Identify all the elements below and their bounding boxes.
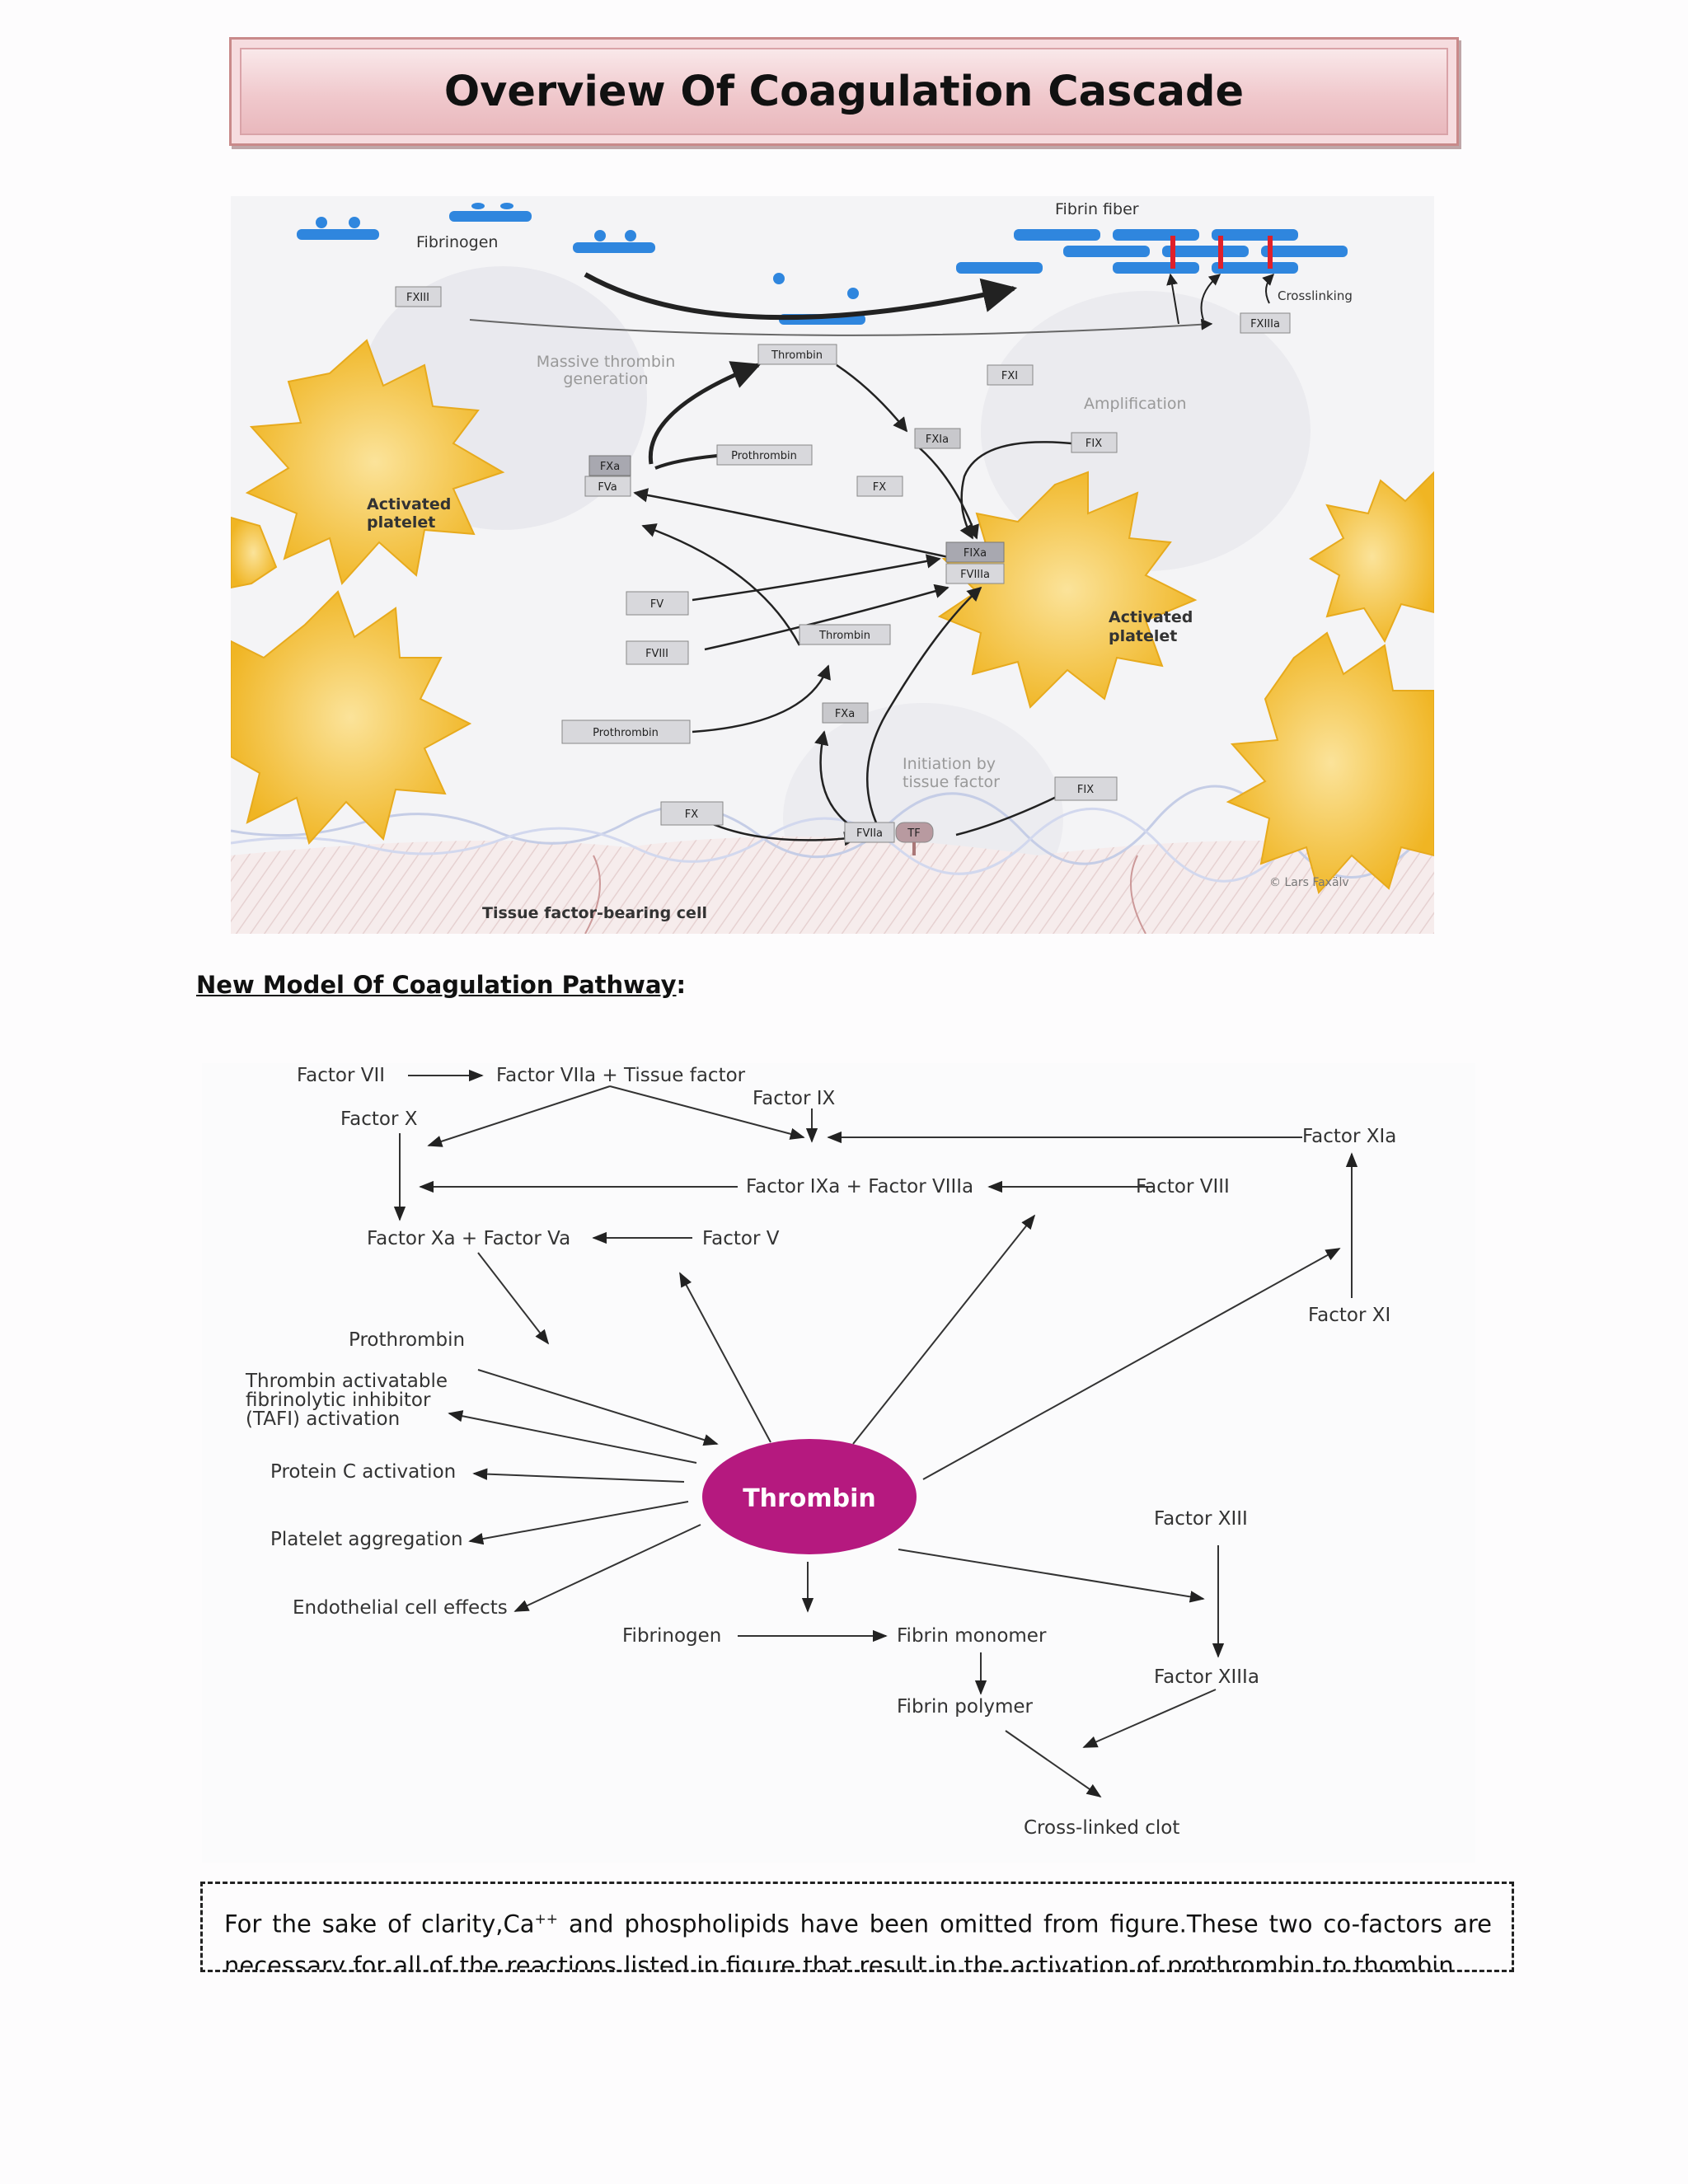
box-fxa-bottom: FXa [822, 702, 869, 724]
box-fx-bottom: FX [660, 801, 724, 826]
thrombin-node [702, 1439, 917, 1554]
node-fibrin-polymer: Fibrin polymer [897, 1696, 1034, 1718]
activated-platelet-left-edge [231, 516, 278, 589]
box-tf: TF [895, 822, 934, 843]
node-prothrombin: Prothrombin [349, 1329, 465, 1351]
label-crosslinking: Crosslinking [1278, 288, 1353, 303]
box-fv: FV [626, 591, 689, 616]
box-prothrombin-bottom: Prothrombin [561, 719, 691, 744]
node-endothelial: Endothelial cell effects [293, 1597, 508, 1619]
box-fviii: FVIII [626, 640, 689, 665]
label-fibrin-fiber: Fibrin fiber [1055, 200, 1139, 218]
label-tissue-cell: Tissue factor-bearing cell [482, 904, 707, 922]
note-line-1: For the sake of clarity,Ca++ and phospho… [224, 1910, 1492, 1938]
svg-text:FXa: FXa [600, 461, 620, 473]
box-prothrombin-top: Prothrombin [716, 444, 813, 466]
box-fva: FVa [584, 476, 631, 497]
coagulation-cascade-figure: FXIII FXIIIa Thrombin FXI FXIa FIX Proth… [231, 196, 1434, 934]
box-fix-bottom: FIX [1054, 776, 1118, 801]
label-initiation-2: tissue factor [903, 773, 1000, 791]
label-activated-platelet-right-1: Activated [1109, 608, 1193, 626]
node-factor-xi: Factor XI [1308, 1305, 1390, 1326]
node-factor-viia-tf: Factor VIIa + Tissue factor [496, 1065, 746, 1086]
box-fixa: FIXa [945, 541, 1005, 563]
svg-text:Thrombin: Thrombin [818, 630, 870, 642]
svg-text:FVIIa: FVIIa [856, 827, 883, 840]
svg-text:FXIIIa: FXIIIa [1250, 318, 1280, 330]
node-factor-xiiia: Factor XIIIa [1154, 1666, 1259, 1688]
box-fxa-top: FXa [588, 455, 631, 476]
activated-platelet-right-bottom [1226, 631, 1434, 895]
svg-text:Thrombin: Thrombin [771, 349, 823, 362]
label-activated-platelet-left-2: platelet [367, 513, 435, 532]
node-factor-vii: Factor VII [297, 1065, 385, 1086]
box-thrombin-top: Thrombin [757, 344, 837, 365]
svg-text:TF: TF [907, 827, 920, 840]
box-fxi: FXI [987, 364, 1034, 386]
svg-text:FV: FV [650, 598, 663, 611]
svg-text:FIX: FIX [1085, 438, 1102, 450]
svg-text:Prothrombin: Prothrombin [593, 727, 659, 739]
label-activated-platelet-right-2: platelet [1109, 627, 1177, 645]
new-model-pathway-figure: Thrombin Factor VII Factor VIIa + Tissue… [202, 1063, 1475, 1863]
node-tafi-2: fibrinolytic inhibitor [246, 1390, 431, 1411]
node-factor-xia: Factor XIa [1302, 1126, 1396, 1147]
svg-text:FXa: FXa [835, 708, 855, 720]
node-factor-viii: Factor VIII [1136, 1176, 1230, 1197]
clarity-note: For the sake of clarity,Ca++ and phospho… [200, 1882, 1514, 1972]
svg-text:FIX: FIX [1077, 784, 1094, 796]
title-banner: Overview Of Coagulation Cascade [229, 37, 1459, 146]
box-fx-mid: FX [856, 476, 903, 497]
label-fibrinogen: Fibrinogen [416, 233, 498, 251]
node-factor-x: Factor X [340, 1108, 418, 1130]
label-activated-platelet-left-1: Activated [367, 495, 451, 513]
label-copyright: © Lars Faxälv [1269, 876, 1349, 889]
node-factor-ix: Factor IX [753, 1088, 835, 1109]
box-fxiiia: FXIIIa [1240, 312, 1291, 334]
svg-text:FX: FX [873, 481, 886, 494]
activated-platelet-left-top [245, 339, 505, 586]
activated-platelet-right-top [1309, 471, 1434, 644]
svg-text:FVa: FVa [598, 481, 617, 494]
box-thrombin-mid: Thrombin [799, 624, 891, 645]
node-fibrinogen: Fibrinogen [622, 1625, 721, 1647]
label-initiation-1: Initiation by [903, 755, 996, 773]
node-fibrin-monomer: Fibrin monomer [897, 1625, 1047, 1647]
svg-text:FXIa: FXIa [926, 434, 949, 446]
svg-text:FIXa: FIXa [964, 547, 987, 560]
node-cross-linked-clot: Cross-linked clot [1024, 1817, 1179, 1839]
box-fxiii: FXIII [395, 286, 442, 307]
note-line-2: necessary for all of the reactions liste… [224, 1951, 1454, 1972]
box-fviia: FVIIa [844, 822, 895, 843]
svg-text:FVIII: FVIII [645, 648, 668, 660]
section-heading: New Model Of Coagulation Pathway: [196, 971, 687, 999]
node-tafi-1: Thrombin activatable [245, 1371, 448, 1392]
node-factor-xa-va: Factor Xa + Factor Va [367, 1228, 570, 1249]
activated-platelet-left-bottom [231, 590, 472, 846]
thrombin-node-label: Thrombin [743, 1484, 876, 1513]
node-protein-c: Protein C activation [270, 1461, 456, 1483]
svg-text:FXIII: FXIII [406, 292, 429, 304]
box-fix-top: FIX [1071, 432, 1118, 453]
label-massive-2: generation [563, 370, 648, 388]
svg-text:FVIIIa: FVIIIa [960, 569, 990, 581]
node-factor-xiii: Factor XIII [1154, 1508, 1248, 1530]
svg-text:FX: FX [685, 808, 698, 821]
svg-text:Prothrombin: Prothrombin [731, 450, 797, 462]
model-arrows [393, 1069, 1358, 1798]
node-factor-v: Factor V [702, 1228, 780, 1249]
box-fviiia: FVIIIa [945, 563, 1005, 584]
fibrinogen-to-fibrin-arrow [584, 272, 1018, 321]
fibrin-fiber [956, 229, 1348, 274]
label-massive-1: Massive thrombin [537, 353, 676, 371]
node-factor-ixa-viiia: Factor IXa + Factor VIIIa [746, 1176, 973, 1197]
node-platelet-aggregation: Platelet aggregation [270, 1529, 463, 1550]
tissue-cell-layer [231, 837, 1434, 934]
label-amplification: Amplification [1084, 395, 1187, 413]
page-title: Overview Of Coagulation Cascade [443, 67, 1245, 116]
svg-text:FXI: FXI [1001, 370, 1018, 382]
box-fxia: FXIa [914, 428, 961, 449]
node-tafi-3: (TAFI) activation [246, 1408, 400, 1430]
